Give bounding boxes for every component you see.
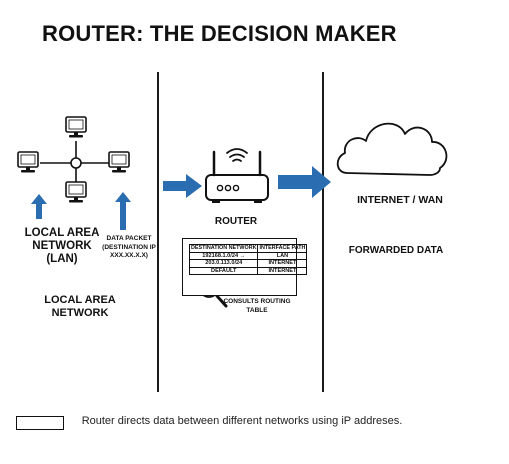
legend-swatch [16, 416, 64, 430]
legend-text: Router directs data between different ne… [81, 415, 403, 427]
computer-icon [65, 181, 87, 204]
table-cell: 203.0.113.0/24 [188, 259, 259, 268]
diagram-title: ROUTER: THE DECISION MAKER [42, 21, 397, 46]
data-packet-label: DATA PACKET (DESTINATION IP XXX.XX.X.X) [102, 235, 156, 259]
wifi-icon [226, 148, 248, 162]
forwarded-data-label: FORWARDED DATA [348, 245, 444, 256]
routing-table: DESTINATION NETWORK INTERFACE PATH 19216… [182, 238, 308, 296]
arrow-right-icon [163, 174, 202, 198]
routing-table-grid: DESTINATION NETWORK INTERFACE PATH 19216… [188, 244, 308, 275]
consults-label: CONSULTS ROUTING TABLE [223, 298, 291, 314]
internet-label: INTERNET / WAN [357, 194, 443, 206]
routing-table-header: INTERFACE PATH [257, 244, 308, 253]
computer-icon [65, 116, 87, 139]
table-row: 192168.1.0/24 → LAN [188, 251, 308, 260]
computer-icon [17, 151, 39, 174]
routing-table-header: DESTINATION NETWORK [188, 244, 259, 253]
arrow-right-icon [278, 166, 331, 198]
divider-right [322, 72, 324, 392]
router-label: ROUTER [214, 216, 258, 227]
arrow-up-icon [115, 192, 131, 230]
router-icon [205, 150, 269, 203]
lan-label: LOCAL AREA NETWORK (LAN) [24, 227, 100, 265]
table-cell: INTERNET [257, 259, 308, 268]
table-cell: DEFAULT [188, 266, 259, 275]
table-cell: 192168.1.0/24 → [188, 251, 259, 260]
computer-icon [108, 151, 130, 174]
divider-left [157, 72, 159, 392]
lan-section-label: LOCAL AREA NETWORK [44, 294, 116, 319]
table-cell: INTERNET [257, 266, 308, 275]
table-row: 203.0.113.0/24 INTERNET [188, 259, 308, 268]
arrow-up-icon [31, 194, 47, 219]
table-row: DEFAULT INTERNET [188, 266, 308, 275]
cloud-icon [336, 122, 448, 176]
lan-hub-icon [70, 157, 82, 169]
table-cell: LAN [257, 251, 308, 260]
